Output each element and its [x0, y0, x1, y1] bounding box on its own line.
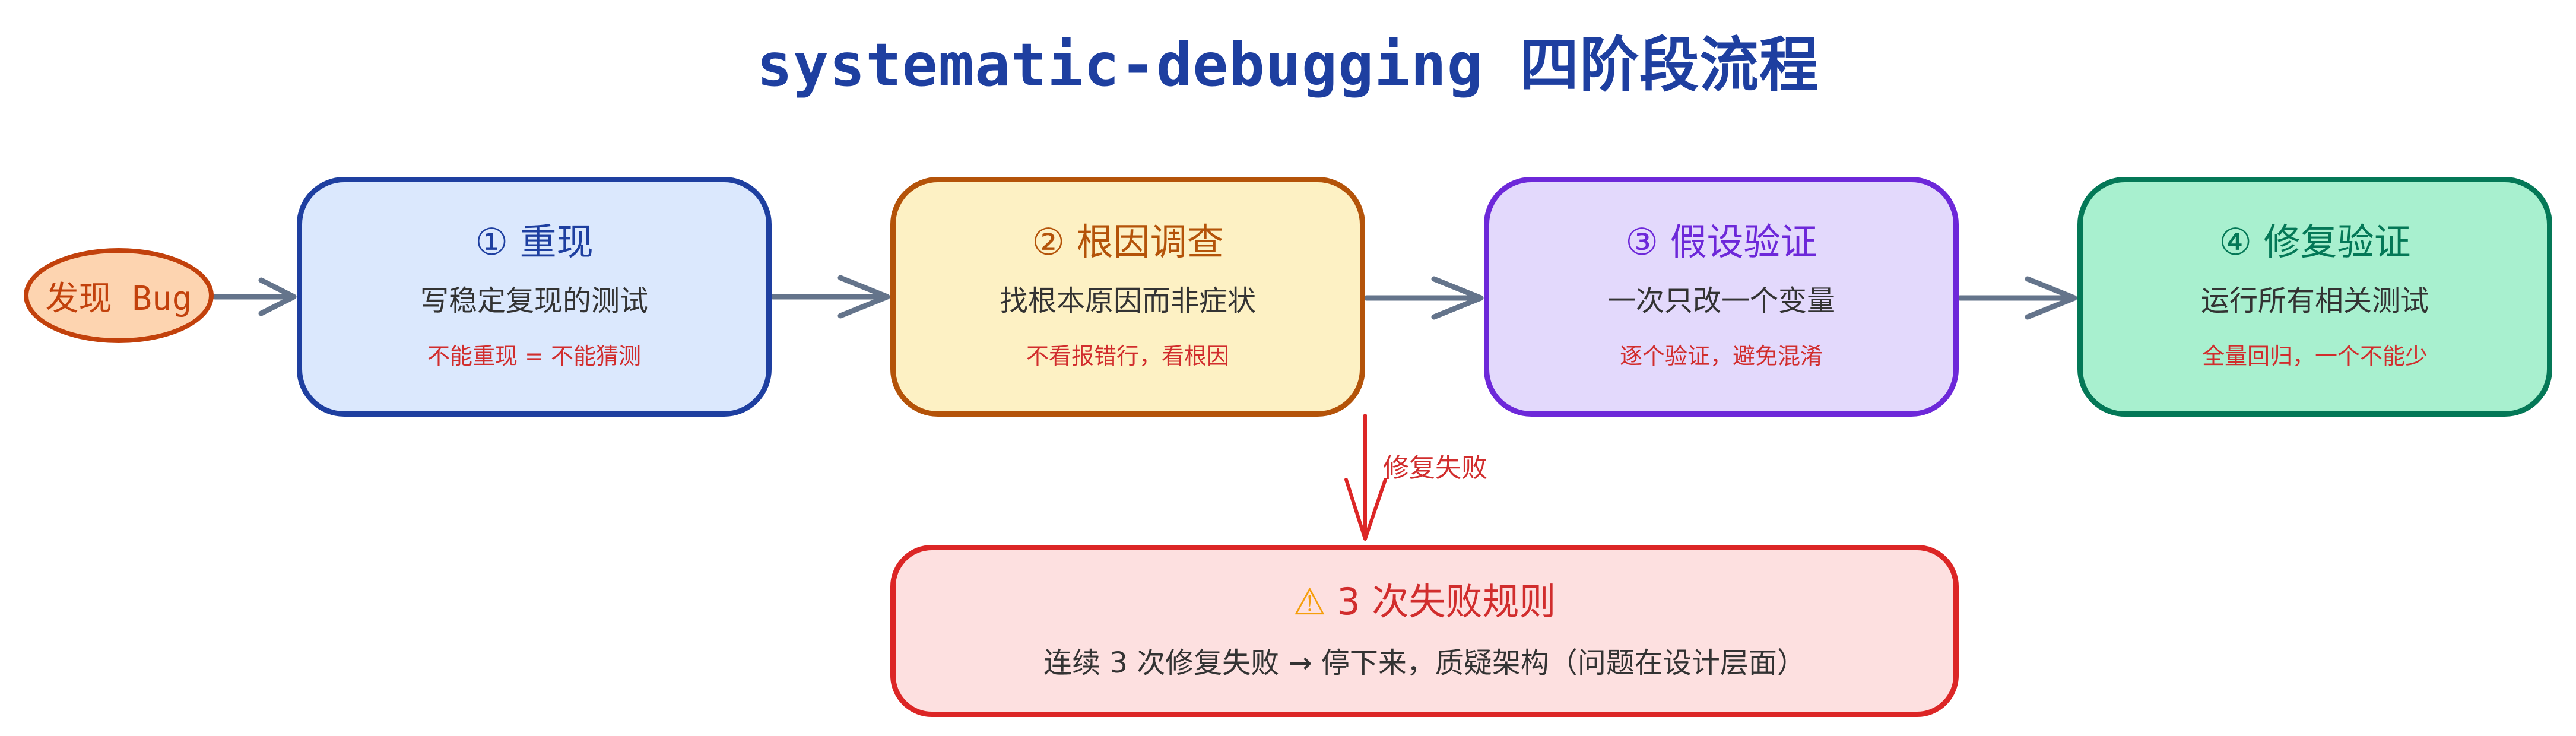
stage-2-root-cause: ② 根因调查 找根本原因而非症状 不看报错行，看根因: [890, 177, 1365, 417]
rule-title: 3 次失败规则: [1337, 580, 1556, 623]
three-failures-rule-box: ⚠3 次失败规则 连续 3 次修复失败 → 停下来，质疑架构（问题在设计层面）: [890, 545, 1959, 717]
stage-description: 写稳定复现的测试: [420, 284, 648, 318]
stage-note: 全量回归，一个不能少: [2201, 343, 2428, 369]
stage-title: ① 重现: [475, 220, 594, 264]
fail-edge-label: 修复失败: [1383, 453, 1487, 483]
start-label: 发现 Bug: [45, 279, 192, 318]
stage-title: ② 根因调查: [1032, 220, 1224, 264]
stage-title: ④ 修复验证: [2219, 220, 2411, 264]
diagram-title: systematic-debugging 四阶段流程: [756, 30, 1820, 100]
stage-description: 一次只改一个变量: [1607, 284, 1835, 318]
rule-title-row: ⚠3 次失败规则: [896, 572, 1953, 625]
arrow-stage2-to-stage3: [1363, 276, 1484, 320]
stage-title: ③ 假设验证: [1625, 220, 1817, 264]
warning-icon: ⚠: [1293, 580, 1327, 623]
stage-note: 不看报错行，看根因: [1026, 343, 1229, 369]
rule-description: 连续 3 次修复失败 → 停下来，质疑架构（问题在设计层面）: [1043, 646, 1806, 680]
stage-note: 不能重现 = 不能猜测: [427, 343, 641, 369]
arrow-fail-to-rule: [1344, 414, 1387, 541]
stage-description: 找根本原因而非症状: [999, 284, 1256, 318]
stage-note: 逐个验证，避免混淆: [1619, 343, 1823, 369]
arrow-stage1-to-stage2: [770, 275, 890, 319]
arrow-stage3-to-stage4: [1957, 276, 2077, 320]
stage-1-reproduce: ① 重现 写稳定复现的测试 不能重现 = 不能猜测: [297, 177, 772, 417]
stage-4-verify-fix: ④ 修复验证 运行所有相关测试 全量回归，一个不能少: [2077, 177, 2552, 417]
arrow-start-to-stage1: [212, 277, 297, 316]
stage-description: 运行所有相关测试: [2200, 284, 2429, 318]
start-node-discover-bug: 发现 Bug: [24, 248, 214, 343]
stage-3-hypothesis: ③ 假设验证 一次只改一个变量 逐个验证，避免混淆: [1484, 177, 1959, 417]
